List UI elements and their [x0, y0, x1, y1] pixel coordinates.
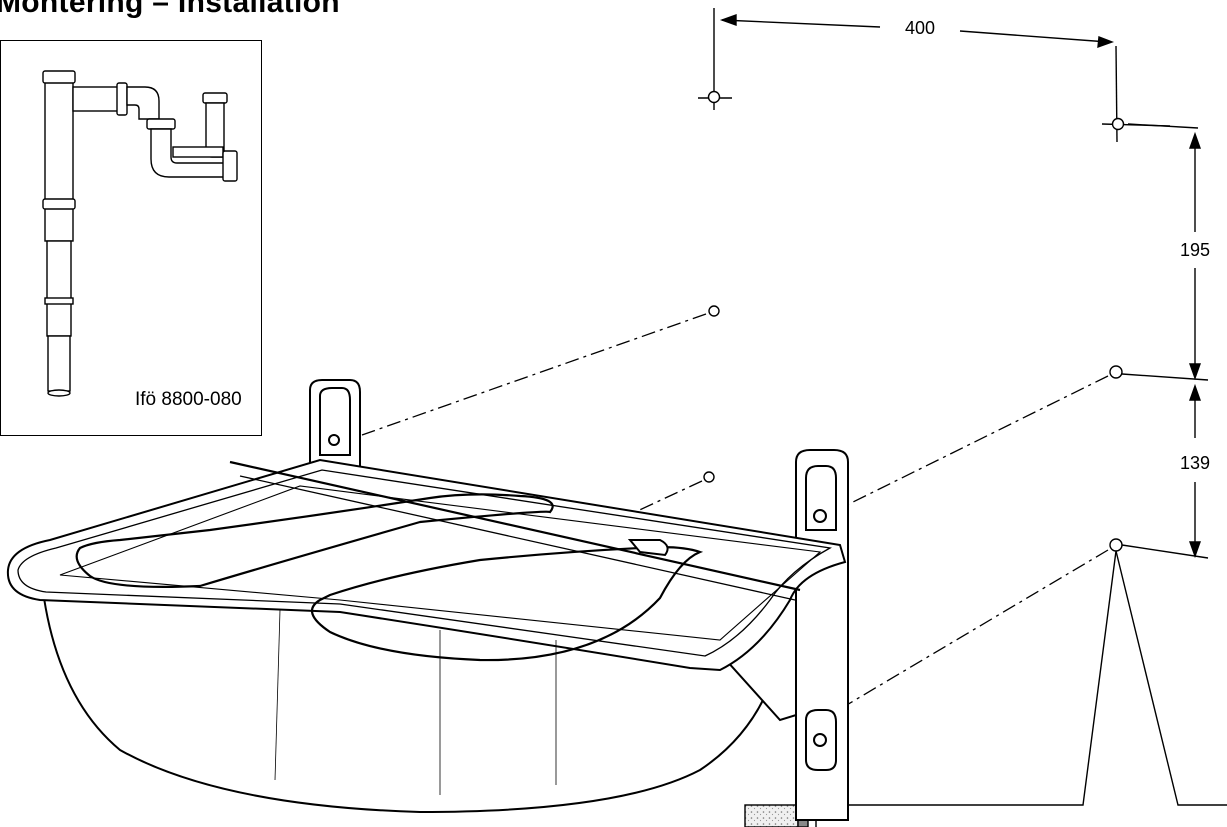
width-dimension-label: 400	[902, 18, 939, 39]
page-title: Montering – Installation	[0, 0, 340, 19]
projection-lines	[361, 313, 1109, 707]
vertical-dimensions	[1121, 123, 1209, 559]
wall-holes	[703, 305, 1123, 552]
drain-pipe-illustration	[42, 70, 238, 397]
upper-height-dimension-label: 195	[1177, 240, 1214, 261]
drain-kit-inset: Ifö 8800-080	[0, 40, 262, 436]
utility-sink	[6, 379, 849, 821]
lower-height-dimension-label: 139	[1177, 453, 1214, 474]
part-number-label: Ifö 8800-080	[135, 389, 242, 410]
upper-hole-markers	[698, 90, 1171, 131]
